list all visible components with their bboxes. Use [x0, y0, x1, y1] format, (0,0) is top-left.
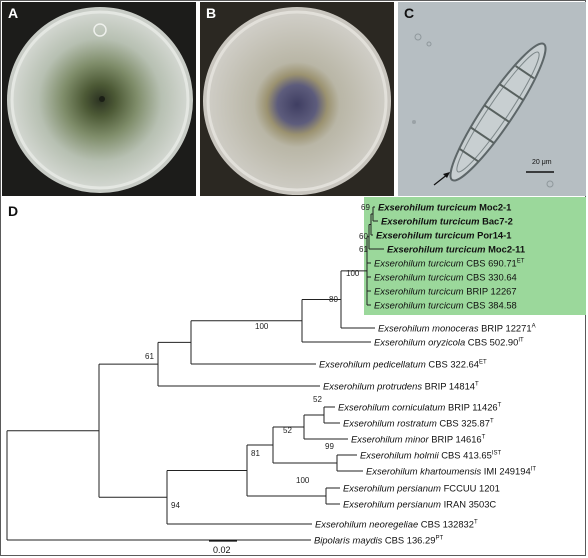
panel-a-colony-photo: A	[2, 2, 196, 196]
bootstrap-value: 80	[329, 295, 338, 304]
petri-dish-a-image	[2, 2, 196, 196]
panel-c-conidium-micrograph: C 20 μm	[398, 2, 586, 196]
panel-b-colony-reverse-photo: B	[200, 2, 394, 196]
petri-dish-b-image	[200, 2, 394, 196]
scale-bar-label: 20 μm	[532, 159, 552, 166]
taxon-label: Exserohilum turcicum Moc2-1	[378, 202, 511, 213]
taxon-label: Exserohilum turcicum BRIP 12267	[374, 286, 517, 297]
taxon-label: Exserohilum turcicum CBS 690.71ET	[374, 258, 525, 269]
taxon-label: Exserohilum neoregeliae CBS 132832T	[315, 519, 478, 530]
panel-label-c: C	[404, 5, 415, 21]
panel-label-b: B	[206, 5, 217, 21]
bootstrap-value: 60	[359, 232, 368, 241]
highlight-box	[364, 197, 586, 315]
taxon-label: Exserohilum khartoumensis IMI 249194IT	[366, 466, 536, 477]
taxon-label: Exserohilum turcicum Por14-1	[376, 230, 511, 241]
bootstrap-value: 94	[171, 501, 180, 510]
bootstrap-value: 99	[325, 442, 334, 451]
taxon-label: Exserohilum corniculatum BRIP 11426T	[338, 402, 502, 413]
panel-label-a: A	[8, 5, 19, 21]
taxon-label: Bipolaris maydis CBS 136.29PT	[314, 535, 443, 546]
tree-scale-label: 0.02	[213, 545, 231, 555]
bootstrap-value: 61	[359, 245, 368, 254]
bootstrap-value: 81	[251, 449, 260, 458]
conidium-image	[398, 2, 586, 196]
taxon-label: Exserohilum pedicellatum CBS 322.64ET	[319, 359, 487, 370]
taxon-label: Exserohilum holmii CBS 413.65IST	[360, 450, 502, 461]
bootstrap-value: 52	[283, 426, 292, 435]
taxon-label: Exserohilum oryzicola CBS 502.90IT	[374, 337, 524, 348]
bootstrap-value: 100	[296, 476, 310, 485]
bootstrap-value: 61	[145, 352, 154, 361]
taxon-label: Exserohilum turcicum CBS 330.64	[374, 272, 517, 283]
bootstrap-value: 100	[346, 269, 360, 278]
bootstrap-value: 52	[313, 395, 322, 404]
taxon-label: Exserohilum rostratum CBS 325.87T	[343, 418, 494, 429]
taxon-label: Exserohilum minor BRIP 14616T	[351, 434, 486, 445]
taxon-label: Exserohilum monoceras BRIP 12271A	[378, 323, 536, 334]
panel-label-d: D	[8, 203, 19, 219]
taxon-label: Exserohilum persianum IRAN 3503C	[343, 499, 496, 510]
bootstrap-value: 69	[361, 203, 370, 212]
taxon-label: Exserohilum turcicum Bac7-2	[381, 216, 513, 227]
taxon-label: Exserohilum persianum FCCUU 1201	[343, 483, 500, 494]
taxon-label: Exserohilum turcicum CBS 384.58	[374, 300, 517, 311]
taxon-label: Exserohilum protrudens BRIP 14814T	[323, 381, 479, 392]
taxon-label: Exserohilum turcicum Moc2-11	[387, 244, 525, 255]
bootstrap-value: 100	[255, 322, 269, 331]
